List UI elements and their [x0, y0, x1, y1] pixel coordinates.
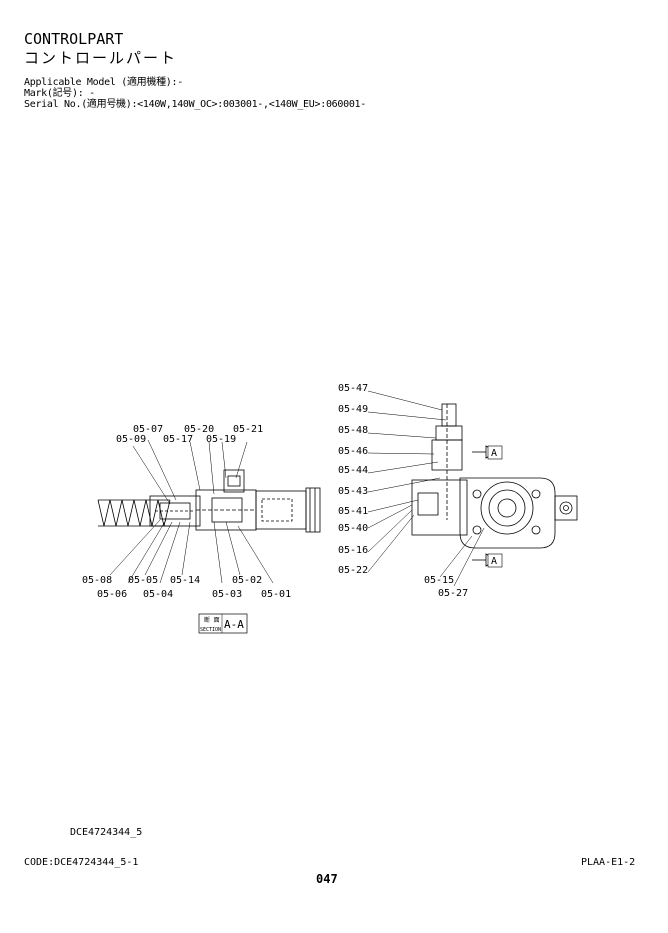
callout-05-08: 05-08	[82, 575, 112, 586]
footer-code: CODE:DCE4724344_5-1	[24, 857, 139, 868]
callout-05-02: 05-02	[232, 575, 262, 586]
callout-05-22: 05-22	[338, 565, 368, 576]
left-assembly-drawing	[97, 469, 321, 533]
callout-05-49: 05-49	[338, 404, 368, 415]
callout-05-48: 05-48	[338, 425, 368, 436]
callout-05-20: 05-20	[184, 424, 214, 435]
callout-05-41: 05-41	[338, 506, 368, 517]
section-box-jp: 断 面	[204, 616, 220, 624]
callout-05-27: 05-27	[438, 588, 468, 599]
page-title-japanese: コントロールパート	[24, 49, 178, 67]
serial-number: Serial No.(適用号機):<140W,140W_OC>:003001-,…	[24, 99, 366, 110]
callout-05-16: 05-16	[338, 545, 368, 556]
right-assembly-drawing	[411, 403, 578, 567]
section-box: 断 面 SECTION A-A	[198, 613, 248, 634]
callout-05-17: 05-17	[163, 434, 193, 445]
section-box-label: A-A	[224, 618, 244, 631]
section-arrow-labels: A A	[487, 445, 503, 568]
callout-05-15: 05-15	[424, 575, 454, 586]
callout-05-43: 05-43	[338, 486, 368, 497]
parts-diagram: 05-07 05-09 05-20 05-21 05-17 05-19 05-0…	[82, 383, 578, 634]
callout-05-46: 05-46	[338, 446, 368, 457]
left-callouts: 05-07 05-09 05-20 05-21 05-17 05-19 05-0…	[82, 424, 291, 600]
section-box-en: SECTION	[200, 627, 221, 633]
callout-05-44: 05-44	[338, 465, 368, 476]
callout-05-14: 05-14	[170, 575, 200, 586]
callout-05-07: 05-07	[133, 424, 163, 435]
callout-05-40: 05-40	[338, 523, 368, 534]
mark: Mark(記号): -	[24, 88, 95, 99]
callout-05-47: 05-47	[338, 383, 368, 394]
drawing-code: DCE4724344_5	[70, 827, 143, 838]
callout-05-03: 05-03	[212, 589, 242, 600]
page-reference: PLAA-E1-2	[581, 857, 636, 868]
callout-05-19: 05-19	[206, 434, 236, 445]
leader-lines	[109, 390, 485, 587]
callout-05-21: 05-21	[233, 424, 263, 435]
applicable-model: Applicable Model (適用機種):-	[24, 77, 183, 88]
callout-05-04: 05-04	[143, 589, 173, 600]
callout-05-05: 05-05	[128, 575, 158, 586]
page-title: CONTROLPART	[24, 30, 124, 48]
section-arrow-label-top: A	[491, 448, 497, 459]
right-callouts: 05-47 05-49 05-48 05-46 05-44 05-43 05-4…	[338, 383, 468, 599]
callout-05-06: 05-06	[97, 589, 127, 600]
section-arrow-label-bottom: A	[491, 556, 497, 567]
callout-05-09: 05-09	[116, 434, 146, 445]
page-number: 047	[316, 872, 338, 886]
callout-05-01: 05-01	[261, 589, 291, 600]
